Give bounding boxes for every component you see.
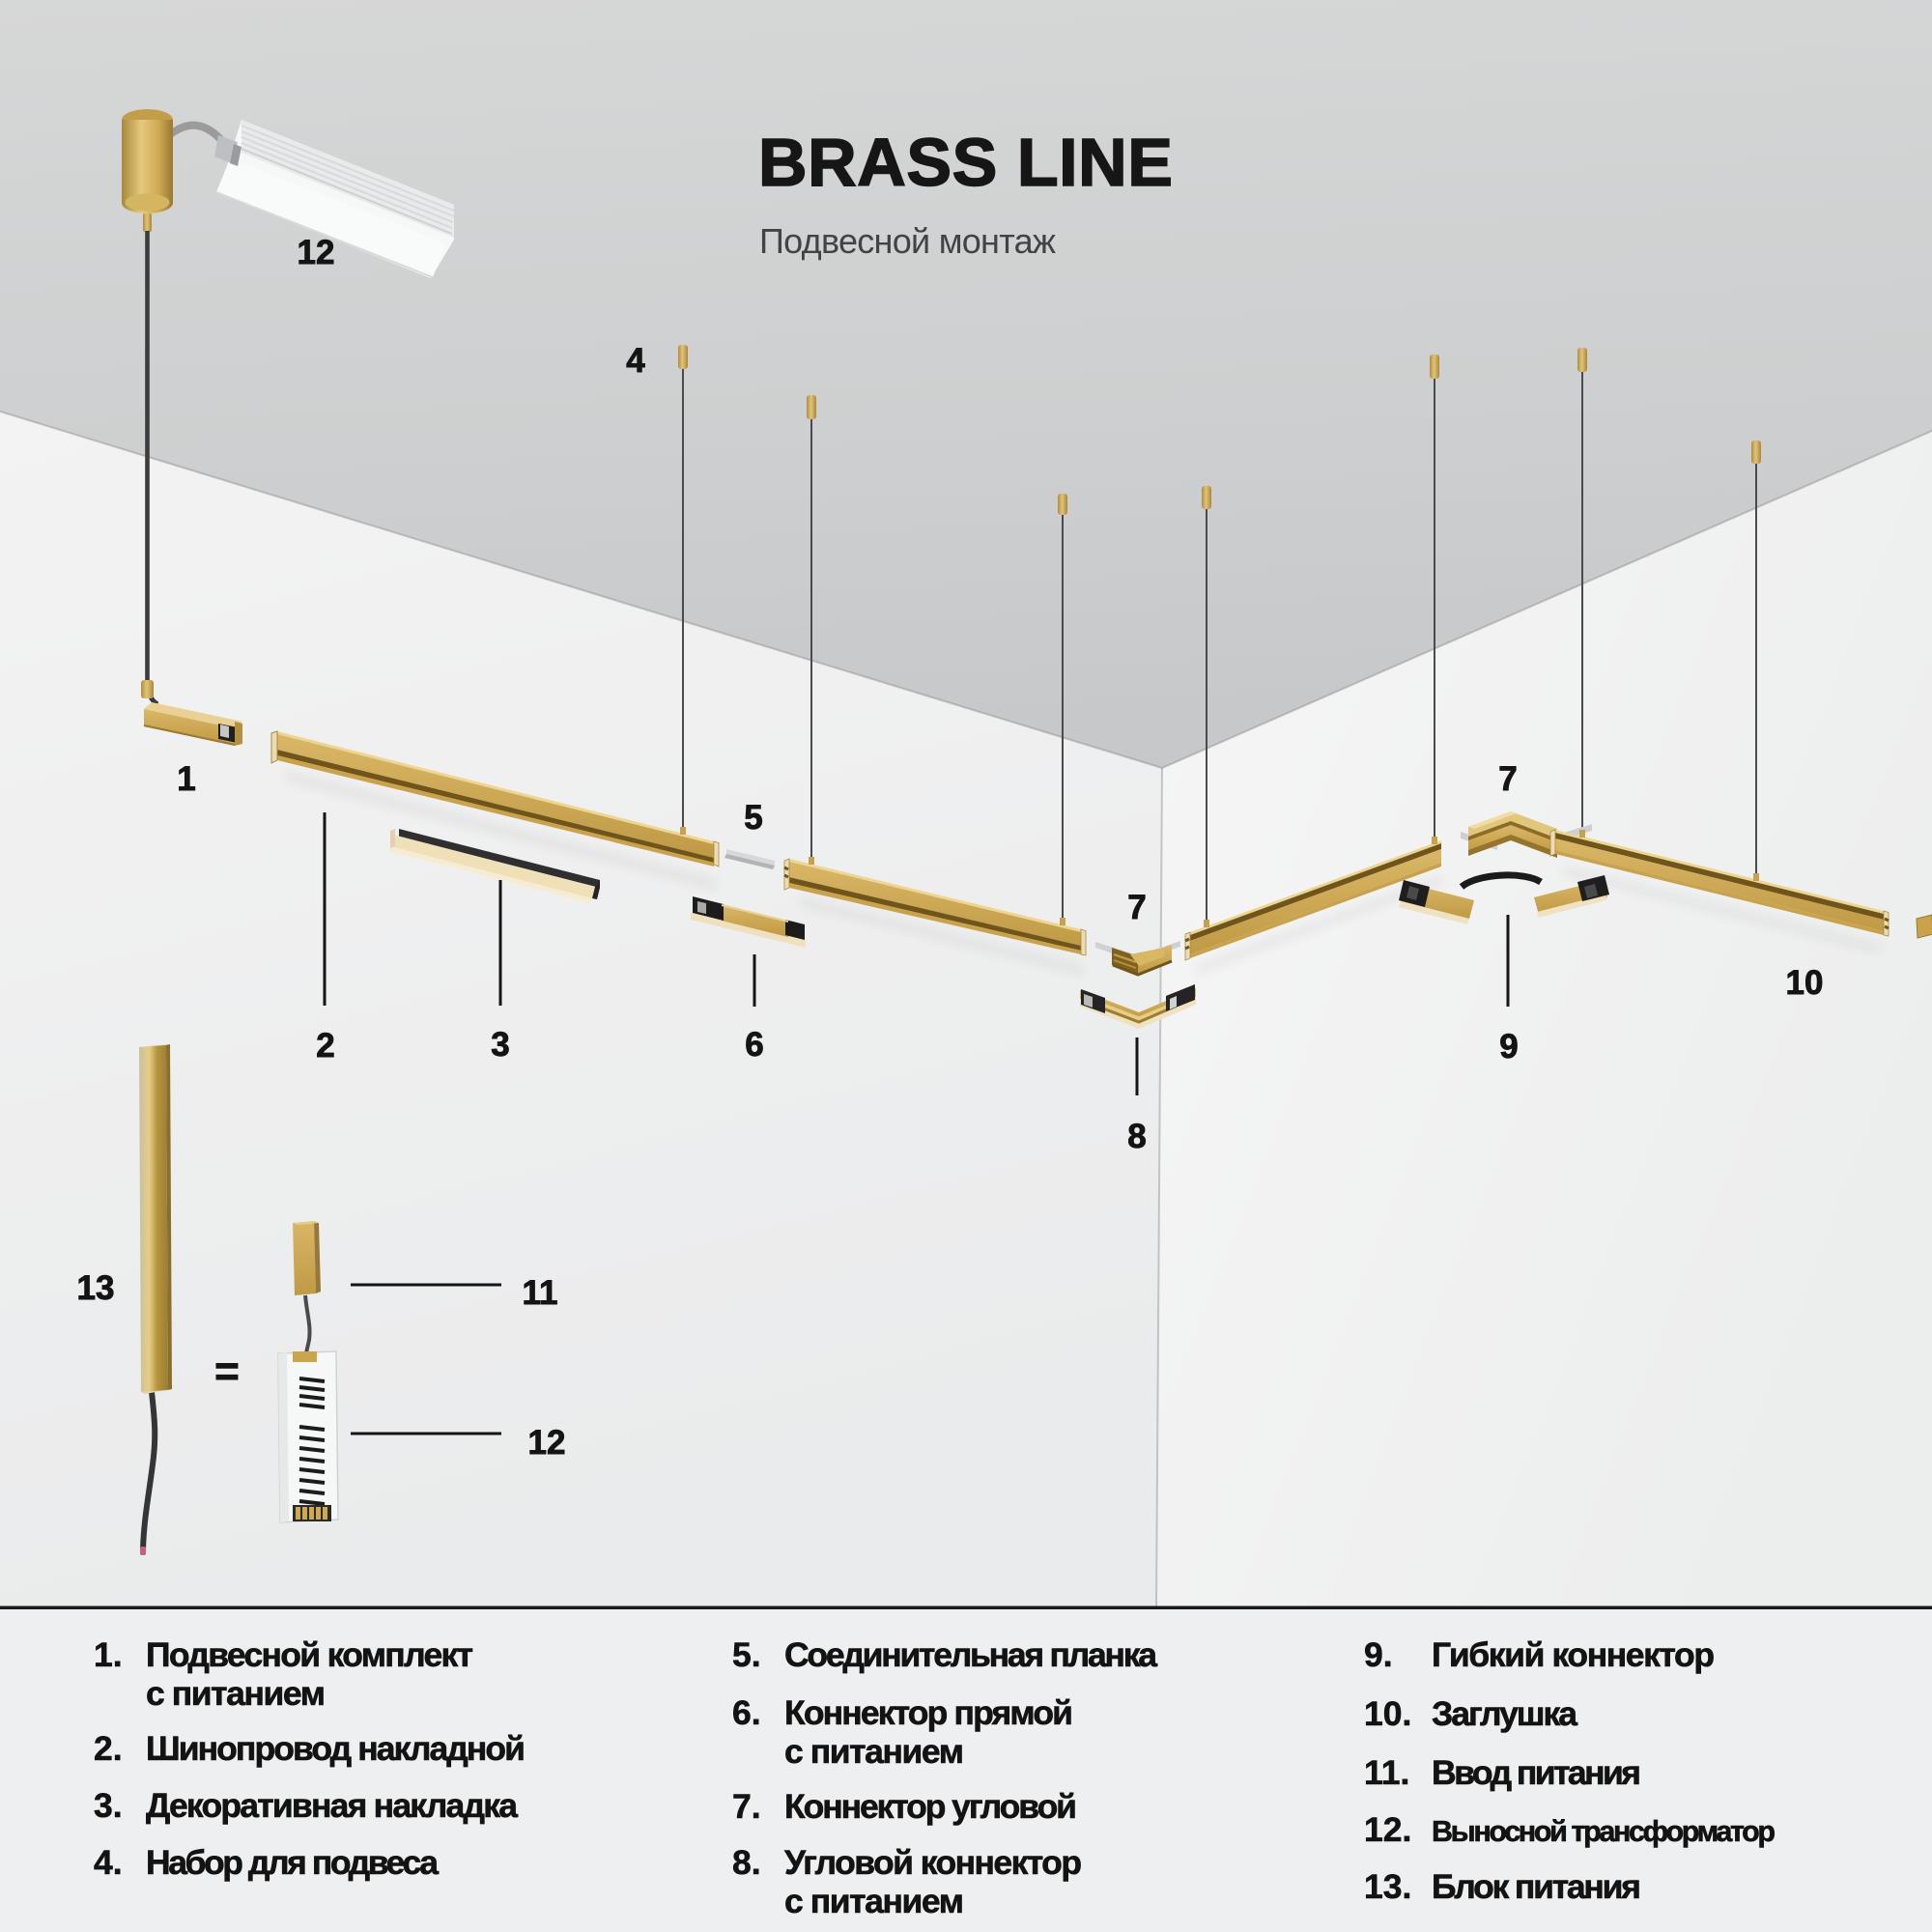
svg-text:3.: 3. bbox=[94, 1786, 123, 1825]
svg-text:12: 12 bbox=[528, 1424, 566, 1462]
svg-text:с питанием: с питанием bbox=[784, 1882, 964, 1920]
svg-text:10: 10 bbox=[1786, 964, 1824, 1002]
svg-text:с питанием: с питанием bbox=[146, 1674, 326, 1713]
svg-text:Коннектор угловой: Коннектор угловой bbox=[784, 1787, 1077, 1826]
svg-text:12.: 12. bbox=[1364, 1810, 1411, 1849]
svg-text:3: 3 bbox=[491, 1026, 509, 1064]
svg-text:5: 5 bbox=[744, 799, 762, 837]
svg-text:=: = bbox=[214, 1348, 240, 1395]
svg-text:7: 7 bbox=[1127, 889, 1146, 926]
svg-text:9: 9 bbox=[1499, 1028, 1518, 1065]
svg-text:13: 13 bbox=[77, 1269, 115, 1307]
svg-text:6.: 6. bbox=[732, 1693, 761, 1732]
svg-text:9.: 9. bbox=[1364, 1635, 1393, 1674]
svg-text:8.: 8. bbox=[732, 1843, 761, 1882]
svg-text:11.: 11. bbox=[1364, 1753, 1409, 1792]
svg-text:Угловой коннектор: Угловой коннектор bbox=[784, 1843, 1082, 1882]
svg-text:13.: 13. bbox=[1364, 1867, 1411, 1906]
svg-text:Выносной трансформатор: Выносной трансформатор bbox=[1432, 1815, 1776, 1848]
svg-text:7.: 7. bbox=[732, 1787, 761, 1826]
svg-text:Шинопровод накладной: Шинопровод накладной bbox=[146, 1729, 526, 1768]
svg-text:4.: 4. bbox=[94, 1843, 123, 1882]
svg-text:Подвесной комплект: Подвесной комплект bbox=[146, 1635, 473, 1674]
svg-text:4: 4 bbox=[626, 342, 645, 380]
svg-text:12: 12 bbox=[298, 234, 335, 271]
svg-text:2.: 2. bbox=[94, 1729, 123, 1768]
svg-text:Гибкий коннектор: Гибкий коннектор bbox=[1432, 1635, 1715, 1674]
svg-text:Коннектор прямой: Коннектор прямой bbox=[784, 1693, 1073, 1732]
svg-text:8: 8 bbox=[1127, 1118, 1146, 1155]
svg-text:5.: 5. bbox=[732, 1635, 761, 1674]
svg-text:7: 7 bbox=[1498, 760, 1517, 798]
svg-text:Ввод питания: Ввод питания bbox=[1432, 1753, 1641, 1792]
svg-text:BRASS LINE: BRASS LINE bbox=[758, 125, 1174, 200]
svg-text:с питанием: с питанием bbox=[784, 1732, 964, 1771]
svg-text:Заглушка: Заглушка bbox=[1432, 1694, 1577, 1733]
svg-text:11: 11 bbox=[523, 1274, 558, 1312]
svg-text:1.: 1. bbox=[94, 1635, 123, 1674]
svg-text:Декоративная накладка: Декоративная накладка bbox=[146, 1786, 518, 1825]
svg-text:10.: 10. bbox=[1364, 1694, 1411, 1733]
svg-text:2: 2 bbox=[316, 1027, 334, 1065]
svg-text:Набор для подвеса: Набор для подвеса bbox=[146, 1843, 439, 1882]
svg-text:6: 6 bbox=[745, 1026, 763, 1064]
svg-text:Подвесной монтаж: Подвесной монтаж bbox=[759, 221, 1056, 261]
svg-text:Соединительная планка: Соединительная планка bbox=[784, 1635, 1157, 1674]
svg-text:1: 1 bbox=[177, 760, 195, 798]
svg-text:Блок питания: Блок питания bbox=[1432, 1867, 1641, 1906]
